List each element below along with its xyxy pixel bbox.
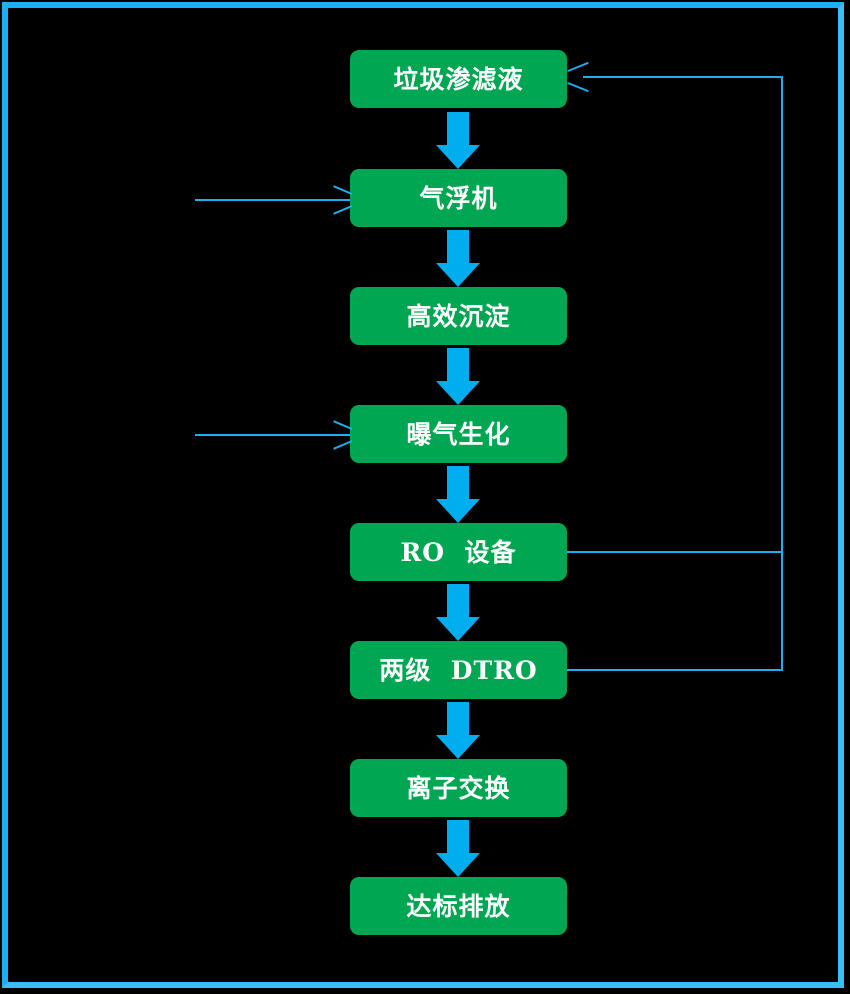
return-riser-line <box>781 76 783 671</box>
node-label: RO 设备 <box>400 537 517 567</box>
node-label: 曝气生化 <box>406 419 511 449</box>
node-ro-equipment[interactable]: RO 设备 <box>350 523 567 581</box>
arrow-head <box>436 263 480 287</box>
node-two-stage-dtro[interactable]: 两级 DTRO <box>350 641 567 699</box>
return-line-from-ro <box>567 551 783 553</box>
arrow-head <box>330 190 350 210</box>
arrow-head <box>436 735 480 759</box>
arrow-line <box>195 199 350 201</box>
node-label: 气浮机 <box>419 183 498 213</box>
return-line-from-dtro <box>567 669 783 671</box>
node-leachate[interactable]: 垃圾渗滤液 <box>350 50 567 108</box>
feed-arrow-into-flotation-icon <box>195 190 350 210</box>
arrow-head <box>436 853 480 877</box>
arrow-head <box>436 617 480 641</box>
diagram-background <box>8 8 838 982</box>
arrow-head <box>436 381 480 405</box>
node-label: 达标排放 <box>406 891 511 921</box>
flow-arrow-down-icon <box>436 702 480 759</box>
flow-arrow-down-icon <box>436 112 480 169</box>
arrow-head <box>436 499 480 523</box>
node-sedimentation[interactable]: 高效沉淀 <box>350 287 567 345</box>
node-label: 离子交换 <box>406 773 511 803</box>
flow-arrow-down-icon <box>436 584 480 641</box>
arrow-line <box>195 434 350 436</box>
arrow-shaft <box>447 702 469 736</box>
arrow-head <box>330 425 350 445</box>
feed-arrow-into-aeration-icon <box>195 425 350 445</box>
flow-arrow-down-icon <box>436 230 480 287</box>
arrow-shaft <box>447 112 469 146</box>
node-standard-discharge[interactable]: 达标排放 <box>350 877 567 935</box>
node-flotation[interactable]: 气浮机 <box>350 169 567 227</box>
arrow-shaft <box>447 584 469 618</box>
return-line-to-leachate <box>583 76 783 78</box>
arrow-shaft <box>447 466 469 500</box>
node-aeration[interactable]: 曝气生化 <box>350 405 567 463</box>
flow-arrow-down-icon <box>436 820 480 877</box>
node-label: 垃圾渗滤液 <box>393 64 524 94</box>
arrow-shaft <box>447 348 469 382</box>
node-ion-exchange[interactable]: 离子交换 <box>350 759 567 817</box>
flow-arrow-down-icon <box>436 348 480 405</box>
arrow-head <box>436 145 480 169</box>
arrow-shaft <box>447 820 469 854</box>
return-arrow-head-icon <box>568 66 590 88</box>
arrow-shaft <box>447 230 469 264</box>
node-label: 高效沉淀 <box>406 301 511 331</box>
node-label: 两级 DTRO <box>379 655 538 685</box>
flow-arrow-down-icon <box>436 466 480 523</box>
